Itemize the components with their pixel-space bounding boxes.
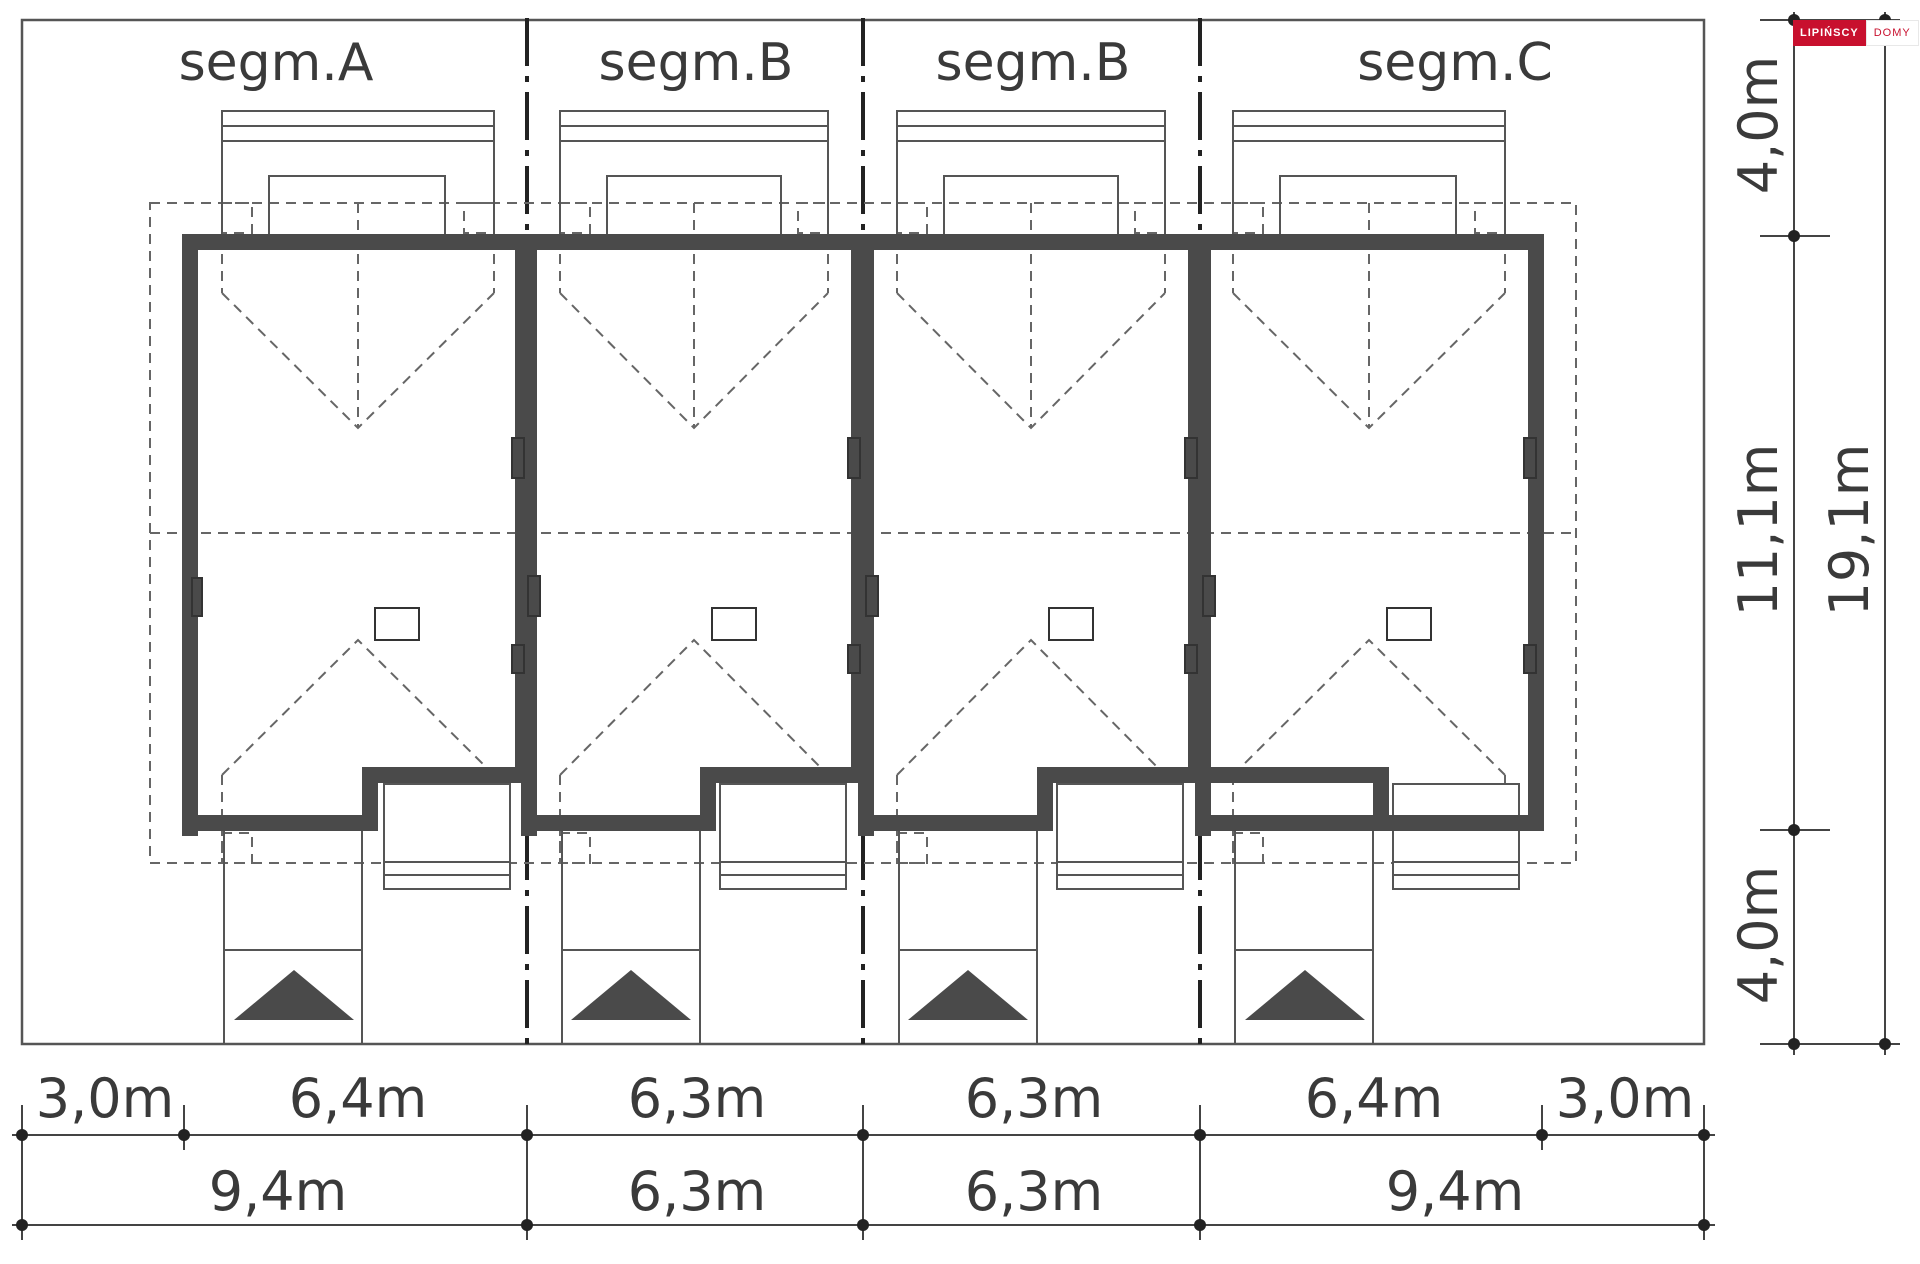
segment-label-b2: segm.B — [936, 33, 1131, 93]
brand-name: LIPIŃSCY — [1793, 20, 1866, 46]
dim-house-depth: 11,1m — [1727, 444, 1790, 617]
dim-plot-b1: 6,3m — [628, 1160, 766, 1223]
segment-labels: segm.A segm.B segm.B segm.C — [179, 33, 1553, 93]
dim-left-margin: 3,0m — [36, 1067, 174, 1130]
dim-plot-b2: 6,3m — [965, 1160, 1103, 1223]
horizontal-dimensions — [12, 1105, 1715, 1240]
brand-product: DOMY — [1865, 20, 1919, 46]
vertical-dimensions — [1760, 12, 1900, 1055]
rear-terraces — [221, 110, 1506, 237]
dim-plot-c: 9,4m — [1386, 1160, 1524, 1223]
dim-right-margin: 3,0m — [1556, 1067, 1694, 1130]
segment-label-a: segm.A — [179, 33, 374, 93]
dim-seg-b2-width: 6,3m — [965, 1067, 1103, 1130]
entry-arrows — [234, 970, 1365, 1020]
dim-rear-depth: 4,0m — [1727, 56, 1790, 194]
segment-label-b1: segm.B — [599, 33, 794, 93]
segment-boundaries — [525, 18, 1202, 1046]
brand-logo: LIPIŃSCY DOMY — [1793, 20, 1919, 46]
roof-outline — [149, 202, 1577, 864]
dim-seg-b1-width: 6,3m — [628, 1067, 766, 1130]
dim-seg-c-width: 6,4m — [1305, 1067, 1443, 1130]
dim-plot-a: 9,4m — [209, 1160, 347, 1223]
horizontal-dimension-labels: 3,0m 6,4m 6,3m 6,3m 6,4m 3,0m 9,4m 6,3m … — [36, 1067, 1694, 1223]
dim-total-depth: 19,1m — [1818, 444, 1881, 617]
entrance-porches — [383, 783, 1520, 890]
dim-front-depth: 4,0m — [1727, 866, 1790, 1004]
driveways — [223, 830, 1374, 1044]
building-walls — [182, 234, 1544, 836]
segment-label-c: segm.C — [1357, 33, 1553, 93]
dim-seg-a-width: 6,4m — [289, 1067, 427, 1130]
openings — [191, 437, 1537, 674]
vertical-dimension-labels: 4,0m 11,1m 4,0m 19,1m — [1727, 56, 1881, 1004]
